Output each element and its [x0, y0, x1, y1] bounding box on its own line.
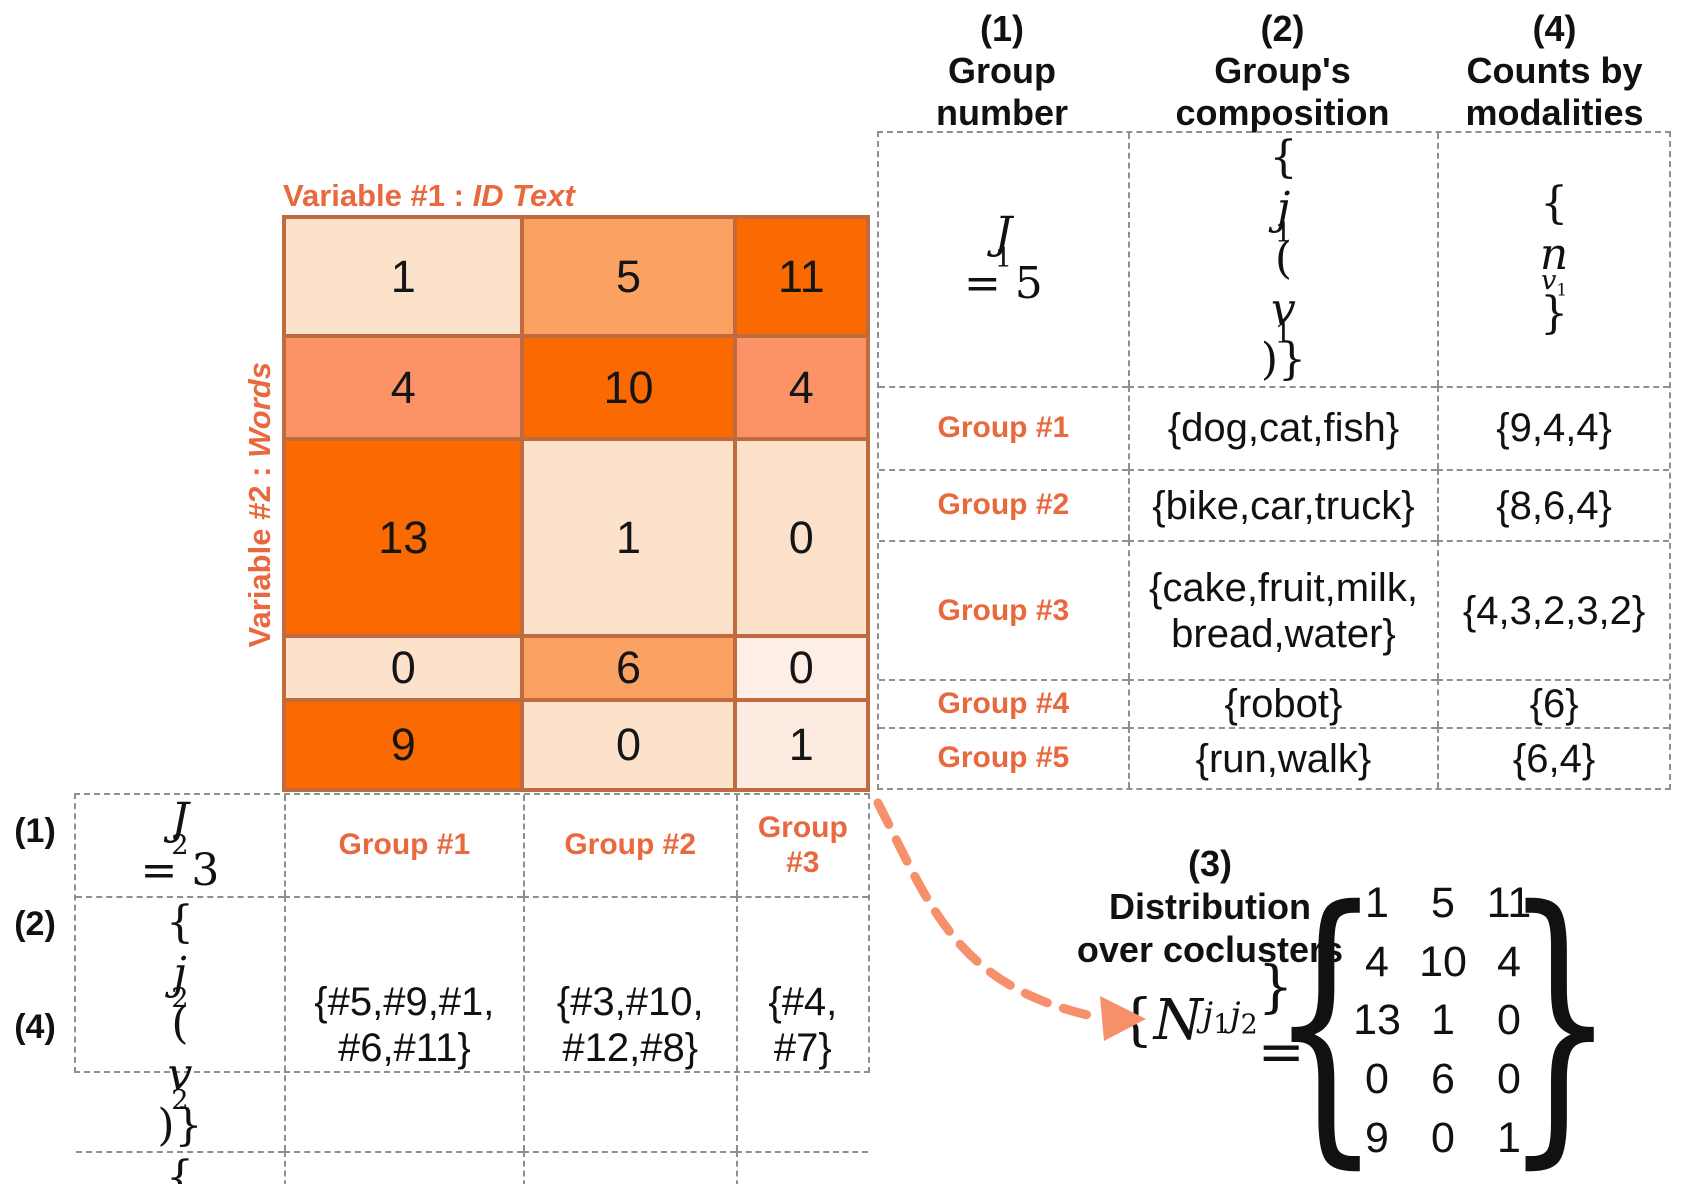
word-group-counts-2: {7,3,5,7}	[522, 1151, 736, 1184]
group-counts-5: {6,4}	[1437, 727, 1669, 788]
variable2-label-emph: Words	[242, 361, 277, 458]
matrix-value-r1c2: 5	[1431, 878, 1455, 927]
variable2-label-prefix: Variable #2 :	[242, 457, 277, 648]
heatmap-cell-r2c2: 10	[524, 338, 733, 438]
header-line: (2)	[1260, 8, 1305, 49]
bottom-row1-index-label: (1)	[14, 812, 56, 850]
word-group-counts-3: {11,5}	[735, 1151, 868, 1184]
heatmap-cell-r3c2: 1	[524, 441, 733, 634]
group-label-1: Group #1	[879, 385, 1128, 469]
left-brace: {	[1269, 848, 1383, 1184]
word-group-label-1: Group #1	[283, 795, 523, 897]
word-group-counts-1: {8,2,9,7,1}	[283, 1151, 523, 1184]
word-group-composition-1: {#5,#9,#1,#6,#11}	[283, 896, 523, 1152]
matrix-value-r1c1: 1	[1365, 878, 1389, 927]
header-line: (4)	[1532, 8, 1577, 49]
variable2-axis-label: Variable #2 : Words	[240, 217, 280, 792]
group-label-4: Group #4	[879, 679, 1128, 727]
group-label-2: Group #2	[879, 468, 1128, 541]
matrix-value-r2c2: 10	[1419, 937, 1467, 986]
matrix-value-r1c3: 11	[1486, 878, 1532, 927]
matrix-value-r4c1: 0	[1365, 1055, 1389, 1104]
matrix-value-r5c1: 9	[1365, 1114, 1389, 1163]
group-composition-5: {run,walk}	[1127, 727, 1438, 788]
bottom-math-nv2: {nv2}	[76, 1151, 284, 1184]
word-group-label-2: Group #2	[522, 795, 736, 897]
header-line: Counts by	[1466, 50, 1643, 91]
group-composition-3: {cake,fruit,milk,bread,water}	[1127, 540, 1438, 680]
heatmap-cell-r1c1: 1	[286, 219, 521, 335]
group-label-3: Group #3	[879, 540, 1128, 679]
group-composition-2: {bike,car,truck}	[1127, 468, 1438, 541]
heatmap-cell-r5c2: 0	[524, 702, 733, 788]
heatmap-cell-r5c3: 1	[736, 702, 866, 788]
heatmap-cell-r3c1: 13	[286, 441, 521, 634]
distribution-heading: (3) Distribution over coclusters	[1045, 842, 1375, 971]
matrix-value-r3c1: 13	[1353, 996, 1401, 1045]
matrix-value-r3c3: 0	[1497, 996, 1521, 1045]
heatmap-cell-r4c2: 6	[524, 637, 733, 699]
right-table-header-group-number: (1) Group number	[877, 8, 1127, 134]
group-counts-1: {9,4,4}	[1437, 385, 1669, 469]
header-line: (1)	[980, 8, 1024, 49]
header-line: number	[935, 92, 1068, 133]
variable1-label-emph: ID Text	[472, 178, 575, 213]
matrix-value-r2c1: 4	[1365, 937, 1389, 986]
heading-line: over coclusters	[1076, 929, 1344, 970]
heading-line: (3)	[1188, 843, 1232, 884]
matrix-value-r4c3: 0	[1497, 1055, 1521, 1104]
heatmap-cell-r4c1: 0	[286, 637, 521, 699]
header-line: Group	[948, 50, 1056, 91]
right-brace: }	[1503, 848, 1617, 1184]
heatmap-cell-r1c3: 11	[736, 219, 866, 335]
bottom-row3-index-label: (4)	[14, 1008, 56, 1046]
word-group-composition-3: {#4,#7}	[735, 896, 868, 1152]
group-composition-4: {robot}	[1127, 679, 1438, 728]
heatmap-cell-r4c3: 0	[736, 637, 866, 699]
heading-line: Distribution	[1109, 886, 1311, 927]
heatmap-cell-r2c3: 4	[736, 338, 866, 438]
right-table-header-counts: (4) Counts by modalities	[1438, 8, 1671, 134]
matrix-value-r2c3: 4	[1497, 937, 1521, 986]
variable1-label-prefix: Variable #1 :	[283, 178, 473, 213]
heatmap-cell-r3c3: 0	[736, 441, 866, 634]
matrix-value-r3c2: 1	[1431, 996, 1455, 1045]
matrix-value-r4c2: 6	[1431, 1055, 1455, 1104]
header-line: Group's	[1214, 50, 1351, 91]
bottom-row2-index-label: (2)	[14, 905, 56, 943]
variable1-axis-label: Variable #1 : ID Text	[283, 178, 871, 216]
group-label-5: Group #5	[879, 727, 1128, 788]
heatmap-cell-r1c2: 5	[524, 219, 733, 335]
right-table-header-group-composition: (2) Group's composition	[1127, 8, 1438, 134]
group-counts-3: {4,3,2,3,2}	[1437, 540, 1669, 680]
word-group-label-3: Group #3	[735, 795, 868, 897]
word-group-composition-2: {#3,#10,#12,#8}	[522, 896, 736, 1152]
heatmap-cell-r2c1: 4	[286, 338, 521, 438]
group-composition-1: {dog,cat,fish}	[1127, 385, 1438, 469]
group-counts-2: {8,6,4}	[1437, 468, 1669, 541]
matrix-value-r5c3: 1	[1497, 1114, 1521, 1163]
matrix-value-r5c2: 0	[1431, 1114, 1455, 1163]
header-line: composition	[1175, 92, 1390, 133]
heatmap-cell-r5c1: 9	[286, 702, 521, 788]
header-line: modalities	[1465, 92, 1644, 133]
group-counts-4: {6}	[1437, 679, 1669, 728]
